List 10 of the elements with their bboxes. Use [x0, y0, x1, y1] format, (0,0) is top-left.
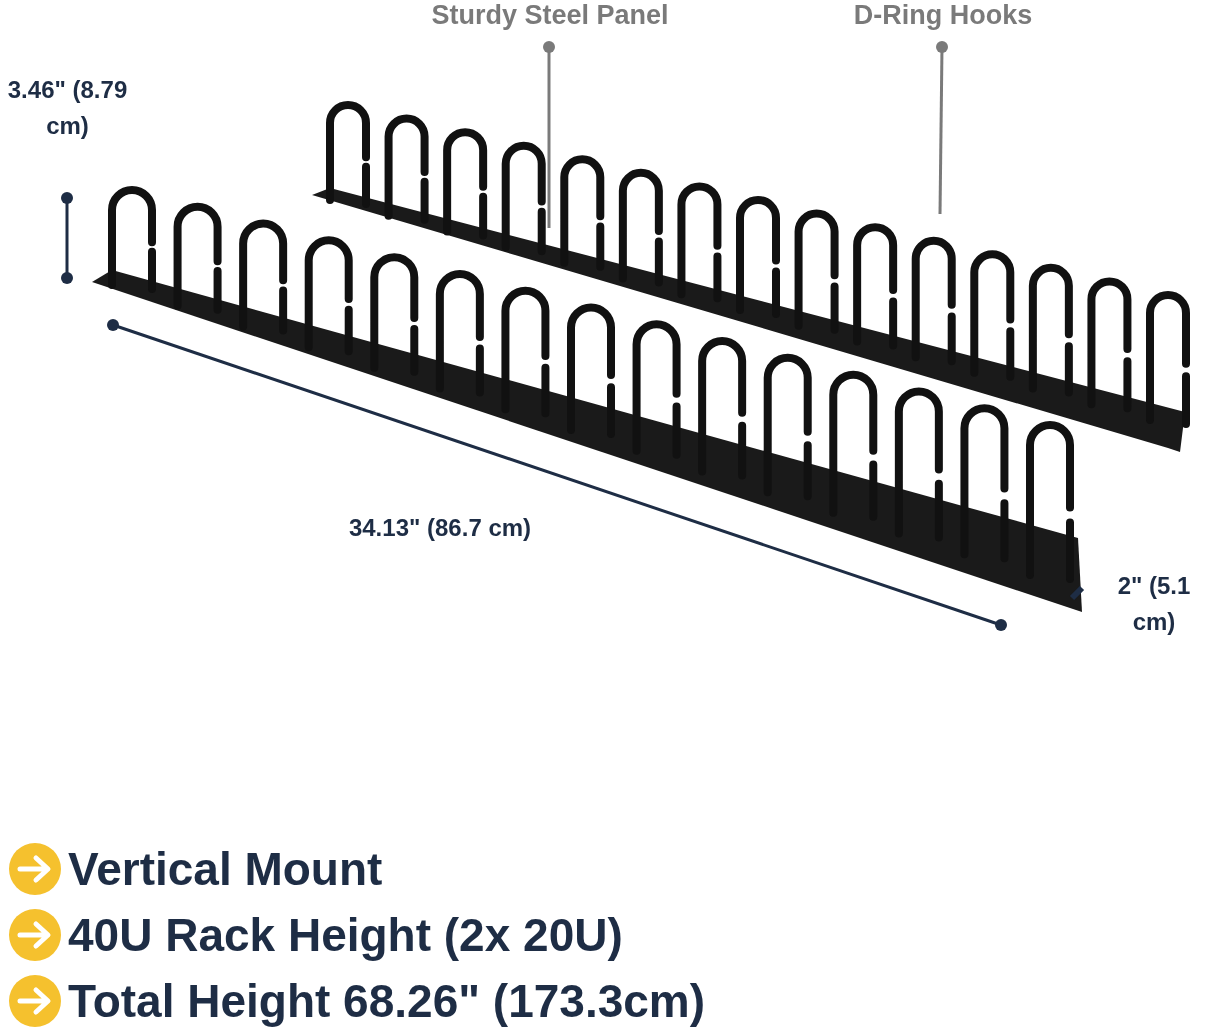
feature-text: Total Height 68.26" (173.3cm) — [68, 974, 706, 1028]
leader-line — [543, 41, 555, 228]
dimension-label: 34.13" (86.7 cm) — [347, 513, 533, 543]
feature-text: Vertical Mount — [68, 842, 383, 896]
dimension-label: 2" (5.1 cm) — [1116, 571, 1192, 637]
dimension-label: 3.46" (8.79 cm) — [6, 75, 129, 141]
callout-label: Sturdy Steel Panel — [431, 0, 669, 30]
callout-label: D-Ring Hooks — [853, 0, 1033, 30]
leader-line — [936, 41, 948, 215]
feature-text: 40U Rack Height (2x 20U) — [68, 908, 623, 962]
